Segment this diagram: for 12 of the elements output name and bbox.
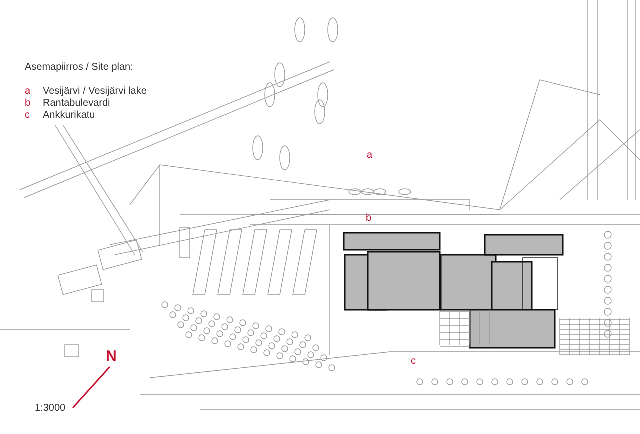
key-text: Rantabulevardi — [43, 98, 110, 110]
plan-title: Asemapiirros / Site plan: — [25, 62, 134, 74]
north-label: N — [106, 351, 117, 363]
map-letter: b — [366, 213, 372, 225]
key-letter: c — [25, 110, 30, 122]
key-text: Ankkurikatu — [43, 110, 96, 122]
key-text: Vesijärvi / Vesijärvi lake — [43, 86, 147, 98]
map-letter: c — [411, 356, 416, 368]
key-letter: a — [25, 86, 31, 98]
map-letter: a — [367, 150, 373, 162]
scale-label: 1:3000 — [35, 403, 66, 415]
key-letter: b — [25, 98, 31, 110]
